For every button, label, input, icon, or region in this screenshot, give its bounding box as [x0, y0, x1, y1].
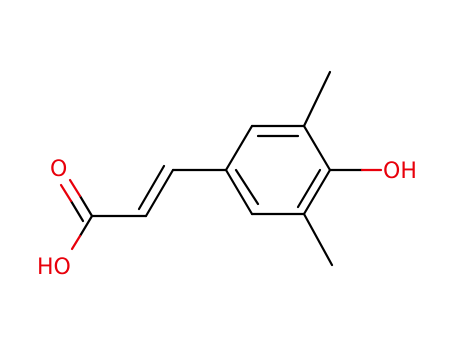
methyl-top-bond — [302, 70, 332, 128]
methyl-bottom-bond — [302, 212, 334, 267]
acid-ho-label: HO — [37, 255, 71, 280]
acid-c-o-bond — [78, 214, 94, 238]
carbonyl-bond-a — [78, 194, 94, 218]
ring-double-inner-3 — [234, 168, 260, 206]
ring-bond-1 — [224, 124, 254, 172]
chain-double-bond-a — [144, 168, 175, 218]
carbonyl-bond-a-red — [68, 178, 82, 198]
acid-c-o-bond-red — [70, 234, 82, 251]
carbonyl-bond-b — [69, 199, 85, 223]
ring-bond-3 — [302, 124, 332, 172]
benzene-ring — [224, 124, 332, 216]
phenol-oh-label: OH — [383, 159, 417, 184]
ring-double-inner-2 — [296, 168, 322, 209]
carbonyl-o-label: O — [50, 157, 67, 182]
ring-bond-6 — [224, 168, 254, 216]
carbonyl-bond-b-red — [59, 183, 73, 203]
ring-bond-4 — [302, 168, 332, 216]
chain-double-bond-b — [137, 164, 166, 211]
